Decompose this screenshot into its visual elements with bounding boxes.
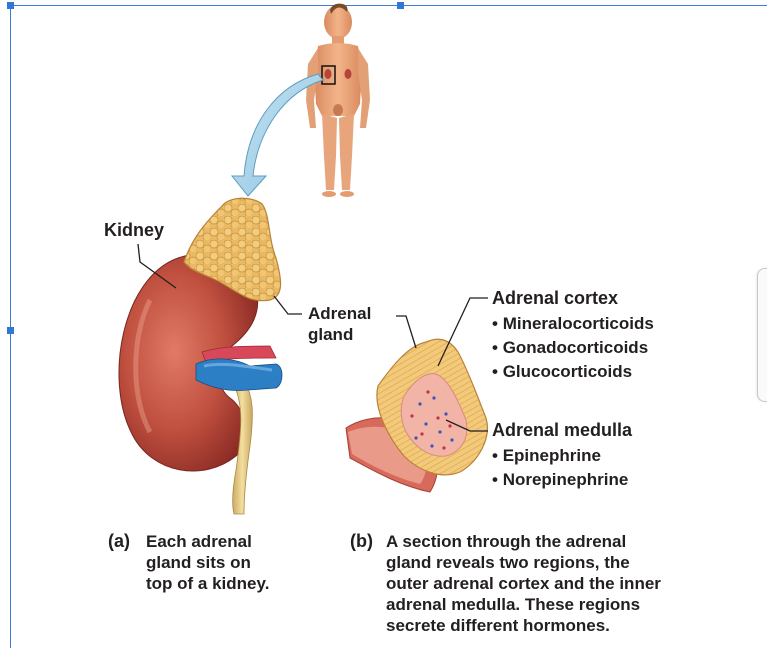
- adrenal-cortex-title: Adrenal cortex: [492, 288, 619, 308]
- resize-handle-top-left[interactable]: [7, 2, 14, 9]
- leader-adrenal-medulla: [445, 419, 488, 432]
- adrenal-cortex-hormone-list: Mineralocorticoids Gonadocorticoids Gluc…: [492, 312, 654, 384]
- human-body-figure: [306, 3, 370, 197]
- selection-border-left: [10, 5, 11, 648]
- caption-line: gland reveals two regions, the: [386, 553, 630, 572]
- side-panel-tab[interactable]: [757, 268, 767, 402]
- leader-adrenal-gland-b: [396, 315, 417, 349]
- adrenal-gland-label-line2: gland: [308, 325, 354, 344]
- caption-line: secrete different hormones.: [386, 616, 610, 635]
- adrenal-gland-illustration: [183, 197, 282, 302]
- list-item: Glucocorticoids: [492, 360, 654, 384]
- leader-lines: [137, 243, 488, 432]
- adrenal-medulla-hormone-list: Epinephrine Norepinephrine: [492, 444, 629, 492]
- caption-line: Each adrenal: [146, 532, 252, 551]
- leader-kidney: [137, 243, 177, 289]
- adrenal-gland-label-line1: Adrenal: [308, 304, 372, 323]
- caption-a-text: Each adrenal gland sits on top of a kidn…: [146, 531, 269, 594]
- caption-line: outer adrenal cortex and the inner: [386, 574, 661, 593]
- adrenal-section-illustration: [345, 338, 488, 493]
- kidney-label: Kidney: [104, 220, 165, 240]
- caption-line: gland sits on: [146, 553, 251, 572]
- caption-line: A section through the adrenal: [386, 532, 627, 551]
- list-item: Gonadocorticoids: [492, 336, 654, 360]
- caption-a-tag: (a): [108, 531, 130, 551]
- resize-handle-top-middle[interactable]: [397, 2, 404, 9]
- caption-line: top of a kidney.: [146, 574, 270, 593]
- curved-arrow-icon: [230, 73, 324, 197]
- caption-line: adrenal medulla. These regions: [386, 595, 641, 614]
- resize-handle-middle-left[interactable]: [7, 327, 14, 334]
- list-item: Epinephrine: [492, 444, 628, 468]
- leader-adrenal-cortex: [437, 297, 488, 367]
- caption-b-tag: (b): [350, 531, 373, 551]
- list-item: Norepinephrine: [492, 468, 629, 492]
- caption-b-text: A section through the adrenal gland reve…: [386, 531, 661, 636]
- leader-adrenal-gland: [273, 295, 302, 315]
- selection-border-top: [10, 5, 767, 6]
- adrenal-medulla-title: Adrenal medulla: [492, 420, 633, 440]
- kidney-illustration: [118, 252, 283, 515]
- list-item: Mineralocorticoids: [492, 312, 654, 336]
